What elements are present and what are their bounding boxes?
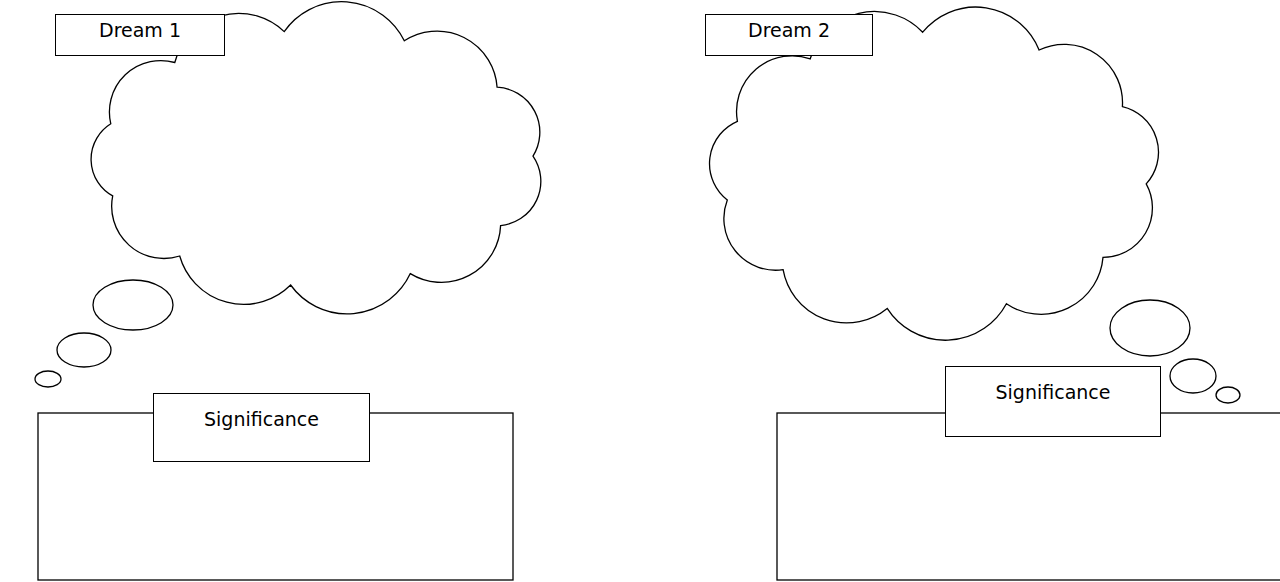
label-box: Significance (945, 366, 1161, 437)
answer-panel (777, 413, 1280, 580)
thought-bubble (1170, 359, 1216, 393)
label-box: Dream 2 (705, 14, 873, 56)
box-label: Significance (996, 381, 1111, 436)
thought-bubble (35, 371, 61, 387)
label-box: Dream 1 (55, 14, 225, 56)
thought-bubble (57, 333, 111, 367)
box-label: Dream 1 (99, 19, 181, 55)
box-label: Significance (204, 408, 319, 461)
thought-bubble (1110, 300, 1190, 356)
thought-bubble (1216, 387, 1240, 403)
box-label: Dream 2 (748, 19, 830, 55)
label-box: Significance (153, 393, 370, 462)
thought-cloud (710, 7, 1159, 340)
thought-bubble (93, 280, 173, 330)
